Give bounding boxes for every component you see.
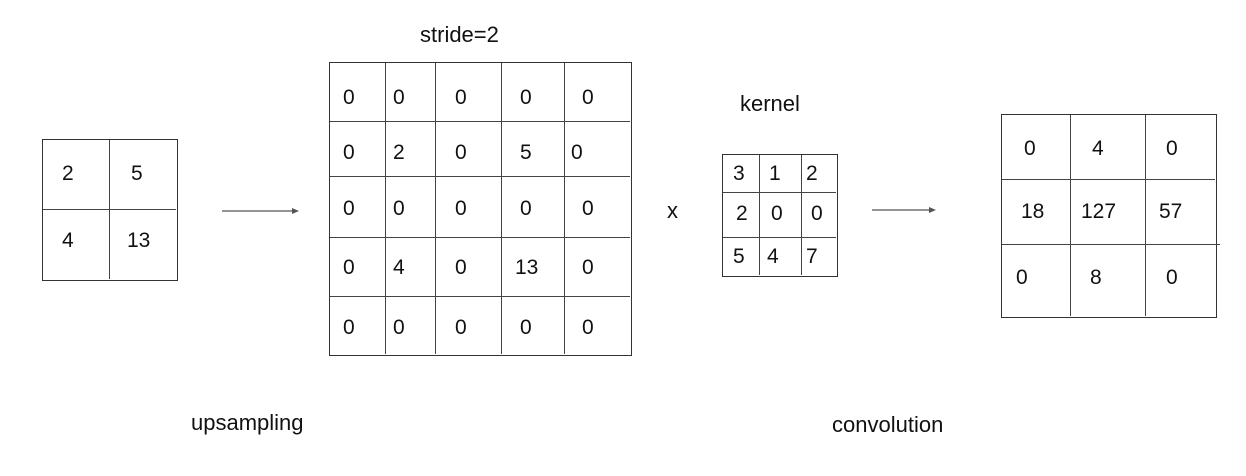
matrix-cell: 4	[393, 256, 405, 279]
matrix-cell: 8	[1090, 266, 1102, 289]
arrow-convolution	[872, 207, 936, 213]
grid-line	[330, 121, 630, 122]
matrix-cell: 0	[393, 86, 405, 109]
matrix-cell: 4	[767, 245, 779, 268]
matrix-cell: 0	[582, 256, 594, 279]
convolution-label: convolution	[832, 412, 944, 437]
grid-line	[1070, 115, 1071, 316]
matrix-cell: 0	[455, 86, 467, 109]
matrix-cell: 0	[343, 197, 355, 220]
upsampling-label: upsampling	[191, 410, 304, 435]
matrix-cell: 0	[343, 316, 355, 339]
matrix-cell: 0	[1016, 266, 1028, 289]
matrix-cell: 13	[127, 229, 151, 252]
kernel-matrix	[722, 154, 838, 277]
matrix-cell: 0	[343, 141, 355, 164]
matrix-cell: 127	[1081, 200, 1117, 223]
matrix-cell: 7	[806, 245, 818, 268]
matrix-cell: 1	[769, 162, 781, 185]
grid-line	[435, 63, 436, 354]
matrix-cell: 0	[393, 316, 405, 339]
matrix-cell: 18	[1021, 200, 1045, 223]
matrix-cell: 2	[806, 162, 818, 185]
matrix-cell: 2	[62, 162, 74, 185]
grid-line	[385, 63, 386, 354]
matrix-cell: 4	[62, 229, 74, 252]
matrix-cell: 0	[1166, 137, 1178, 160]
matrix-cell: 0	[520, 86, 532, 109]
matrix-cell: 5	[733, 245, 745, 268]
grid-line	[43, 209, 176, 210]
matrix-cell: 4	[1092, 137, 1104, 160]
matrix-cell: 5	[520, 141, 532, 164]
grid-line	[501, 63, 502, 354]
grid-line	[759, 155, 760, 275]
matrix-cell: 0	[393, 197, 405, 220]
grid-line	[723, 237, 836, 238]
matrix-cell: 0	[571, 141, 583, 164]
matrix-cell: 57	[1159, 200, 1183, 223]
grid-line	[1002, 179, 1215, 180]
matrix-cell: 0	[343, 86, 355, 109]
output-matrix	[1001, 114, 1220, 318]
grid-line	[801, 155, 802, 275]
matrix-cell: 3	[733, 162, 745, 185]
matrix-cell: 0	[520, 316, 532, 339]
stride-label: stride=2	[420, 22, 499, 47]
grid-line	[330, 296, 630, 297]
matrix-cell: 2	[736, 202, 748, 225]
arrow-upsampling	[222, 208, 299, 214]
matrix-cell: 0	[811, 202, 823, 225]
matrix-cell: 0	[582, 316, 594, 339]
matrix-cell: 2	[393, 141, 405, 164]
matrix-cell: 13	[515, 256, 539, 279]
grid-line	[723, 192, 836, 193]
upsampled-matrix	[329, 62, 632, 356]
multiply-sign: x	[667, 198, 678, 223]
grid-line	[1002, 244, 1220, 245]
matrix-cell: 0	[520, 197, 532, 220]
matrix-cell: 0	[582, 86, 594, 109]
matrix-cell: 0	[455, 141, 467, 164]
matrix-cell: 0	[771, 202, 783, 225]
matrix-cell: 0	[582, 197, 594, 220]
matrix-cell: 0	[343, 256, 355, 279]
input-matrix	[42, 139, 178, 281]
matrix-cell: 5	[131, 162, 143, 185]
grid-line	[330, 237, 630, 238]
matrix-cell: 0	[1024, 137, 1036, 160]
matrix-cell: 0	[455, 197, 467, 220]
matrix-cell: 0	[455, 256, 467, 279]
matrix-cell: 0	[1166, 266, 1178, 289]
grid-line	[1145, 115, 1146, 316]
kernel-label: kernel	[740, 91, 800, 116]
matrix-cell: 0	[455, 316, 467, 339]
grid-line	[330, 176, 630, 177]
grid-line	[564, 63, 565, 354]
